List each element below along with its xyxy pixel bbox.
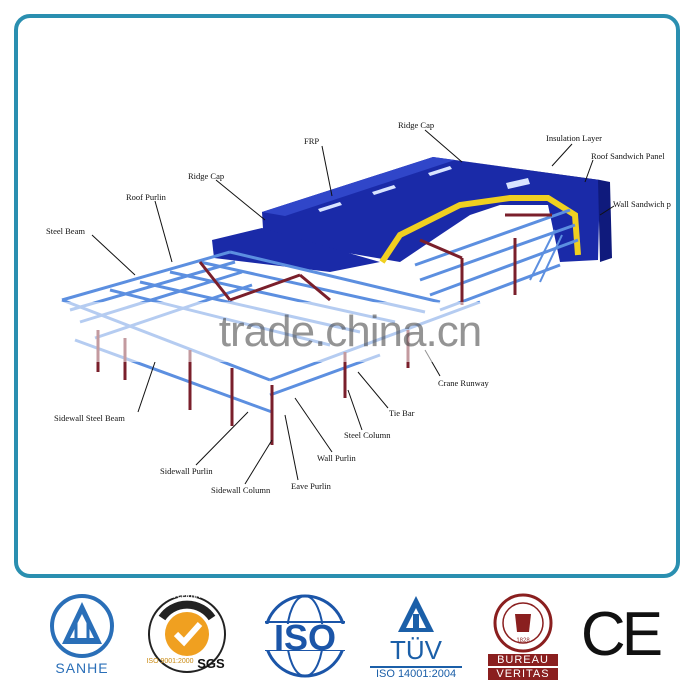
- label-sidewall-purlin: Sidewall Purlin: [160, 466, 213, 476]
- watermark: trade.china.cn: [60, 302, 640, 362]
- ce-mark: CE: [580, 592, 663, 688]
- sanhe-logo: SANHE: [42, 592, 122, 688]
- label-ridge-cap-top: Ridge Cap: [398, 120, 435, 130]
- iso-globe-icon: [260, 594, 350, 678]
- bureau-veritas-top: BUREAU: [488, 654, 558, 666]
- tuv-logo-icon: [398, 596, 434, 632]
- bureau-veritas-seal-icon: [493, 593, 553, 653]
- bureau-veritas-logo: 1828 BUREAU VERITAS: [488, 592, 558, 688]
- tuv-sub: ISO 14001:2004: [370, 666, 462, 680]
- sanhe-name: SANHE: [55, 660, 109, 676]
- label-wall-sandwich-panel: Wall Sandwich p: [613, 199, 671, 209]
- tuv-name: TÜV: [390, 635, 442, 665]
- sgs-logo: SYSTEM CERTIFICATION ISO 9001:2000 SGS: [142, 592, 232, 688]
- label-steel-beam: Steel Beam: [46, 226, 85, 236]
- iso-logo: ISO: [258, 592, 352, 688]
- label-frp: FRP: [304, 136, 320, 146]
- label-crane-runway: Crane Runway: [438, 378, 489, 388]
- sgs-sub: ISO 9001:2000: [146, 658, 194, 665]
- sgs-name: SGS: [197, 656, 225, 671]
- ce-mark-icon: CE: [580, 600, 663, 669]
- label-eave-purlin: Eave Purlin: [291, 481, 331, 491]
- sgs-ring-text: SYSTEM CERTIFICATION: [150, 594, 224, 600]
- label-roof-purlin: Roof Purlin: [126, 192, 166, 202]
- steel-frames: [96, 213, 552, 445]
- label-sidewall-steel-beam: Sidewall Steel Beam: [54, 413, 125, 423]
- sanhe-logo-icon: [50, 594, 114, 658]
- label-insulation-layer: Insulation Layer: [546, 133, 602, 143]
- bureau-veritas-year: 1828: [516, 638, 530, 644]
- label-tie-bar: Tie Bar: [389, 408, 415, 418]
- bureau-veritas-bottom: VERITAS: [488, 668, 558, 680]
- low-roof: [212, 228, 380, 272]
- sgs-logo-icon: [148, 595, 226, 673]
- label-steel-column: Steel Column: [344, 430, 391, 440]
- staircase: [529, 229, 563, 283]
- iso-name: ISO: [273, 617, 336, 658]
- label-wall-purlin: Wall Purlin: [317, 453, 356, 463]
- label-ridge-cap-left: Ridge Cap: [188, 171, 225, 181]
- label-sidewall-column: Sidewall Column: [211, 485, 271, 495]
- leader-lines: [91, 129, 615, 485]
- tuv-logo: TÜV ISO 14001:2004: [370, 592, 462, 688]
- label-roof-sandwich-panel: Roof Sandwich Panel: [591, 151, 665, 161]
